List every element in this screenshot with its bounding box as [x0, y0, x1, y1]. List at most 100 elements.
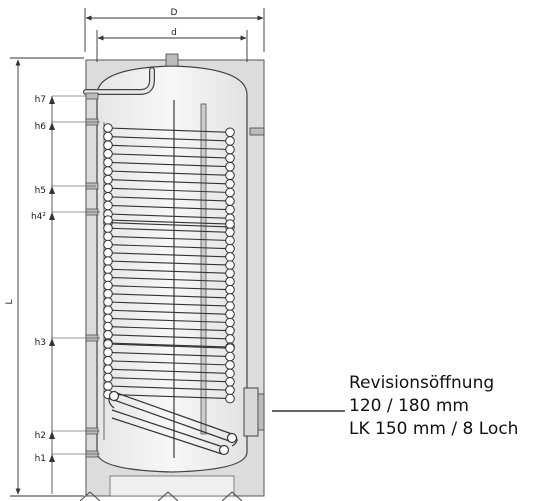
top-nipple: [165, 53, 179, 67]
callout-bolt-circle: LK 150 mm / 8 Loch: [349, 419, 519, 439]
height-marker-h7: h7: [35, 95, 86, 105]
coil-section-right: [225, 317, 235, 328]
coil-turn: [107, 153, 231, 159]
coil-section-right: [225, 309, 235, 320]
coil-section-left: [103, 347, 113, 358]
svg-text:h1: h1: [35, 454, 46, 464]
svg-text:h7: h7: [35, 95, 46, 105]
coil-section-left: [103, 339, 113, 349]
height-marker-h6: h6: [35, 121, 100, 132]
coil-turn: [107, 351, 231, 358]
coil-section-right: [225, 179, 235, 189]
coil-section-right: [225, 301, 235, 311]
anode-rod: [200, 103, 207, 435]
coil-turn: [107, 317, 231, 324]
coil-section-left: [103, 305, 113, 316]
coil-turn: [107, 235, 231, 242]
coil-section-left: [103, 248, 113, 258]
coil-section-left: [103, 223, 113, 233]
coil-section-left: [103, 381, 113, 391]
coil-section-right: [225, 377, 235, 387]
coil-section-right: [225, 196, 235, 206]
coil-section-right: [225, 127, 235, 138]
coil-turn: [107, 204, 231, 211]
coil-section-right: [225, 284, 235, 295]
coil-section-right: [225, 252, 235, 262]
coil-section-left: [103, 272, 113, 283]
coil-section-left: [103, 200, 113, 211]
svg-text:h2: h2: [35, 431, 46, 441]
coil-section-right: [225, 153, 235, 163]
coil-section-right: [225, 393, 235, 404]
heat-exchanger-coils: [103, 123, 235, 404]
coil-turn: [107, 127, 231, 133]
tank-body: [96, 65, 248, 473]
coil-section-right: [225, 136, 235, 146]
feet: [79, 491, 243, 501]
coil-turn: [107, 285, 231, 291]
coil-section-right: [225, 360, 235, 370]
coil-section-left: [103, 239, 113, 250]
callout-title: Revisionsöffnung: [349, 373, 495, 393]
coil-section-right: [225, 170, 235, 181]
coil-turn: [107, 360, 231, 366]
coil-section-right: [225, 385, 235, 396]
coil-section-left: [103, 330, 113, 340]
coil-section-left: [103, 123, 113, 133]
coil-turn: [107, 326, 231, 332]
coil-turn: [107, 268, 231, 274]
coil-section-left: [103, 231, 113, 242]
height-marker-h1: h1: [35, 453, 100, 464]
coil-turn: [107, 293, 231, 299]
coil-section-right: [225, 204, 235, 215]
coil-section-right: [225, 161, 235, 172]
coil-section-left: [103, 183, 113, 193]
coil-section-left: [103, 372, 113, 383]
coil-section-right: [225, 219, 235, 229]
height-dimension-L: [10, 57, 84, 497]
coil-section-left: [103, 131, 113, 142]
height-marker-h5: h5: [35, 185, 96, 196]
coil-turn: [107, 342, 231, 348]
coil-turn: [107, 377, 231, 383]
coil-section-right: [225, 276, 235, 287]
bottom-coil: [108, 390, 238, 456]
revision-flange: [243, 387, 259, 437]
coil-turn: [107, 222, 231, 228]
coil-section-left: [103, 364, 113, 375]
coil-section-left: [103, 264, 113, 275]
coil-turn: [107, 144, 231, 151]
coil-section-left: [103, 215, 113, 225]
coil-section-left: [103, 140, 113, 150]
dim-D: D: [171, 8, 178, 18]
coil-turn: [107, 301, 231, 307]
coil-turn: [107, 179, 231, 185]
width-dimensions: [84, 8, 265, 62]
coil-section-left: [103, 289, 113, 299]
coil-turn: [107, 170, 231, 176]
coil-turn: [107, 136, 231, 142]
svg-text:h6: h6: [35, 122, 47, 132]
coil-section-left: [103, 280, 113, 291]
height-marker-h4: h4²: [31, 211, 100, 222]
coil-section-left: [103, 313, 113, 324]
height-marker-h3: h3: [35, 337, 100, 348]
coil-section-right: [225, 243, 235, 254]
coil-section-left: [103, 321, 113, 332]
coil-section-left: [103, 149, 113, 159]
coil-turn: [107, 393, 231, 400]
coil-turn: [107, 213, 231, 219]
coil-turn: [107, 196, 231, 202]
coil-section-left: [103, 157, 113, 168]
coil-turn: [107, 252, 231, 258]
coil-turn: [107, 385, 231, 391]
callout-size: 120 / 180 mm: [349, 396, 469, 416]
coil-section-left: [103, 256, 113, 266]
dim-d: d: [171, 28, 177, 38]
coil-section-left: [103, 174, 113, 185]
coil-turn: [107, 187, 231, 194]
coil-turn: [107, 227, 231, 233]
coil-turn: [107, 219, 231, 225]
coil-section-left: [103, 166, 113, 176]
height-marker-h2: h2: [35, 430, 100, 441]
